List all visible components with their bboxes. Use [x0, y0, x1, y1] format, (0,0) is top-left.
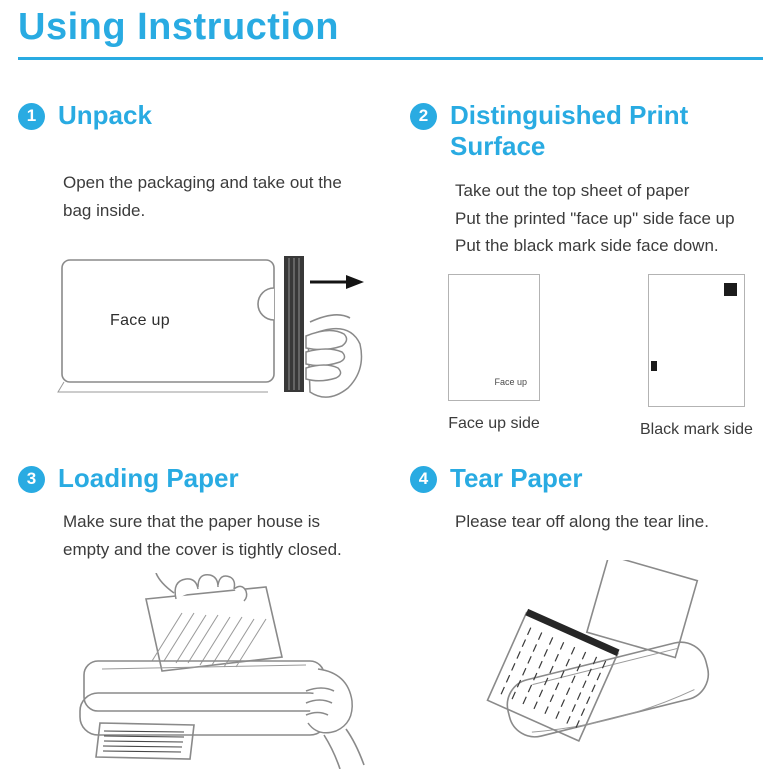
- bag-face-up-label: Face up: [110, 312, 170, 330]
- step-tear-paper: 4 Tear Paper Please tear off along the t…: [410, 463, 763, 770]
- step-2-body-line: Take out the top sheet of paper: [455, 180, 690, 200]
- step-3-body: Make sure that the paper house is empty …: [63, 508, 410, 563]
- tear-line: [525, 608, 620, 656]
- step-4-body-line: Please tear off along the tear line.: [455, 512, 709, 532]
- face-up-paper-drawing: Face up: [448, 273, 540, 401]
- printer-body-drawing: [506, 641, 710, 738]
- step-4-number-badge: 4: [410, 465, 437, 493]
- pull-direction-arrow-icon: [310, 275, 364, 290]
- face-up-caption: Face up side: [448, 414, 540, 432]
- paper-face-up-label: Face up: [494, 376, 527, 387]
- step-loading-paper: 3 Loading Paper Make sure that the paper…: [18, 463, 410, 770]
- loading-paper-drawing: [79, 573, 365, 770]
- tear-paper-illustration: [440, 554, 750, 766]
- step-3-body-line: Make sure that the paper house is: [63, 512, 321, 532]
- blank-sheet-drawing: [585, 554, 699, 659]
- step-1-title: Unpack: [58, 99, 152, 130]
- step-distinguished-print-surface: 2 Distinguished Print Surface Take out t…: [410, 100, 763, 439]
- step-unpack: 1 Unpack Open the packaging and take out…: [18, 100, 410, 439]
- step-1-number-badge: 1: [18, 102, 45, 130]
- bag-drawing: [57, 256, 364, 399]
- instruction-page: Using Instruction 1 Unpack Open the pack…: [18, 6, 763, 770]
- step-3-header: 3 Loading Paper: [18, 463, 410, 495]
- step-1-body-line: bag inside.: [63, 200, 146, 220]
- step-4-body: Please tear off along the tear line.: [455, 508, 763, 536]
- step-3-body-line: empty and the cover is tightly closed.: [63, 539, 342, 559]
- step-2-body-line: Put the black mark side face down.: [455, 236, 719, 256]
- black-mark-left-edge: [650, 360, 657, 371]
- right-hand-drawing: [305, 668, 365, 770]
- step-4-header: 4 Tear Paper: [410, 463, 763, 495]
- step-2-number-badge: 2: [410, 102, 437, 130]
- page-header: Using Instruction: [18, 6, 763, 60]
- step-2-body: Take out the top sheet of paper Put the …: [455, 177, 763, 260]
- page-title: Using Instruction: [18, 6, 339, 48]
- paper-sides-illustration: Face up Face up side Black mark side: [448, 273, 763, 439]
- step-3-number-badge: 3: [18, 465, 45, 493]
- black-mark-top-right: [723, 282, 737, 296]
- black-mark-paper-drawing: [647, 273, 745, 407]
- unpack-illustration: Face up: [48, 252, 370, 418]
- black-mark-paper-figure: Black mark side: [640, 273, 753, 439]
- step-1-body: Open the packaging and take out the bag …: [63, 169, 410, 224]
- step-2-title: Distinguished Print Surface: [450, 99, 689, 162]
- black-mark-caption: Black mark side: [640, 420, 753, 438]
- left-hand-drawing: [155, 573, 248, 602]
- step-4-title: Tear Paper: [450, 462, 583, 493]
- step-unpack-header: 1 Unpack: [18, 100, 410, 132]
- step-2-body-line: Put the printed "face up" side face up: [455, 208, 735, 228]
- step-3-title: Loading Paper: [58, 462, 239, 493]
- face-up-paper-figure: Face up Face up side: [448, 273, 540, 439]
- loading-paper-illustration: [56, 573, 366, 770]
- step-2-header: 2 Distinguished Print Surface: [410, 100, 763, 163]
- hand-drawing: [305, 314, 363, 399]
- printed-sheet-drawing: [486, 608, 620, 742]
- steps-grid: 1 Unpack Open the packaging and take out…: [18, 100, 763, 770]
- tear-paper-drawing: [486, 554, 710, 742]
- step-1-body-line: Open the packaging and take out the: [63, 173, 342, 193]
